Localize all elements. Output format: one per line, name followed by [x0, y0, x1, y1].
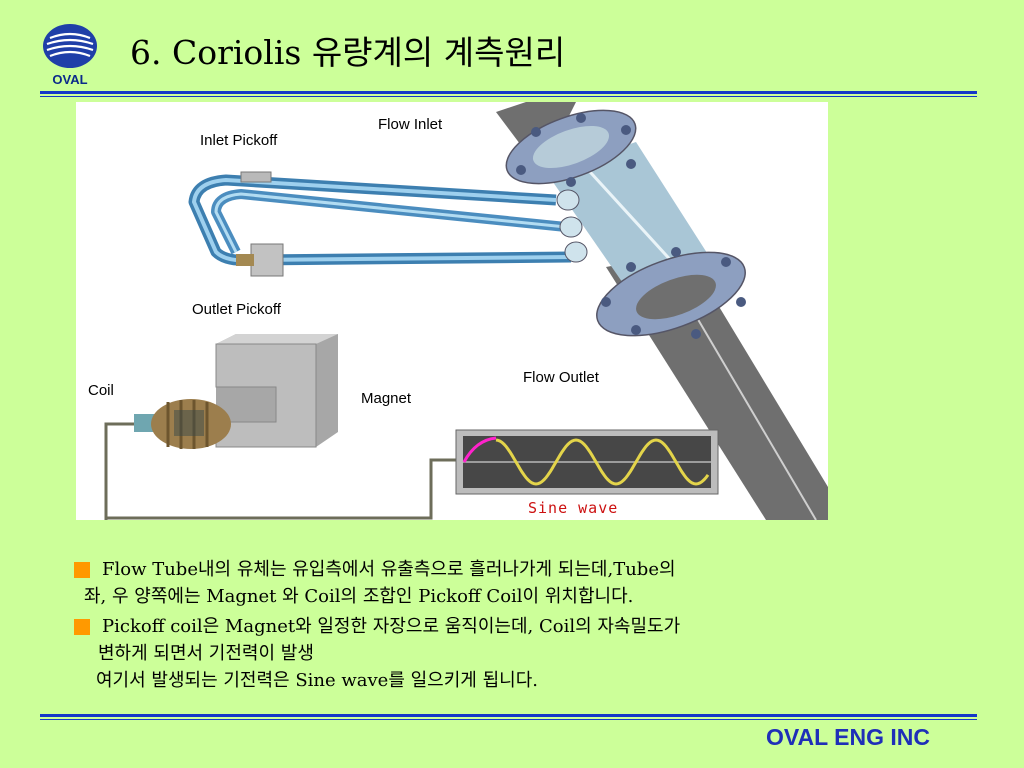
- flange-bolt: [736, 297, 746, 307]
- coriolis-illustration: [104, 102, 828, 520]
- footer-divider: [40, 714, 977, 720]
- flange-bolt: [566, 177, 576, 187]
- oval-logo-icon: [43, 24, 97, 68]
- inlet-pickoff: [240, 171, 272, 183]
- tube-port: [556, 189, 580, 211]
- sine-wave-label: Sine wave: [528, 499, 619, 517]
- body-text: Flow Tube내의 유체는 유입측에서 유출측으로 흘러나가게 되는데,Tu…: [72, 556, 972, 694]
- coil-wire: [104, 422, 134, 520]
- bullet-line: 좌, 우 양쪽에는 Magnet 와 Coil의 조합인 Pickoff Coi…: [84, 586, 634, 607]
- flow-outlet-label: Flow Outlet: [523, 369, 599, 386]
- tube-port: [559, 216, 583, 238]
- outlet-pickoff-label: Outlet Pickoff: [192, 301, 281, 318]
- magnet-top: [216, 334, 338, 344]
- bullet-item: Pickoff coil은 Magnet와 일정한 자장으로 움직이는데, Co…: [72, 613, 972, 694]
- bullet-line: 변하게 되면서 기전력이 발생: [98, 643, 314, 664]
- flange-bolt: [516, 165, 526, 175]
- flange-bolt: [621, 125, 631, 135]
- inlet-flange-inner: [532, 125, 610, 169]
- outlet-flange-inner: [636, 274, 716, 320]
- flange-bolt: [576, 113, 586, 123]
- pipe-highlight: [675, 281, 817, 520]
- bullet-line: Pickoff coil은 Magnet와 일정한 자장으로 움직이는데, Co…: [102, 616, 681, 637]
- flange-bolt: [691, 329, 701, 339]
- flange-bolt: [631, 325, 641, 335]
- flange-bolt: [721, 257, 731, 267]
- bullet-item: Flow Tube내의 유체는 유입측에서 유출측으로 흘러나가게 되는데,Tu…: [72, 556, 972, 610]
- signal-wire: [106, 458, 458, 520]
- flow-inlet-label: Flow Inlet: [378, 116, 443, 133]
- flange-bolt: [671, 247, 681, 257]
- tube-port: [564, 241, 588, 263]
- flange-bolt: [626, 159, 636, 169]
- bullet-marker: [74, 562, 90, 578]
- outlet-pickoff-coil: [236, 254, 254, 266]
- footer-brand: OVAL ENG INC: [766, 724, 930, 750]
- page-title: 6. Coriolis 유량계의 계측원리: [130, 33, 566, 72]
- bullet-marker: [74, 619, 90, 635]
- outlet-pickoff: [250, 243, 284, 277]
- coil-center: [174, 410, 204, 436]
- magnet-label: Magnet: [361, 390, 412, 407]
- flange-bolt: [626, 262, 636, 272]
- inlet-pickoff-label: Inlet Pickoff: [200, 132, 278, 149]
- coil-label: Coil: [88, 382, 114, 399]
- logo-text: OVAL: [52, 72, 88, 87]
- manifold-highlight: [579, 160, 688, 279]
- coriolis-diagram: Flow Inlet Inlet Pickoff Outlet Pickoff …: [76, 102, 828, 520]
- oval-logo: [38, 22, 102, 92]
- sine-wave-start: [462, 436, 497, 463]
- bullet-line: 여기서 발생되는 기전력은 Sine wave를 일으키게 됩니다.: [96, 670, 538, 691]
- flow-tube-front-highlight: [214, 192, 567, 253]
- flange-bolt: [531, 127, 541, 137]
- bullet-line: Flow Tube내의 유체는 유입측에서 유출측으로 흘러나가게 되는데,Tu…: [102, 559, 676, 580]
- sine-wave-trace: [495, 438, 710, 486]
- flange-bolt: [601, 297, 611, 307]
- header-divider: [40, 91, 977, 97]
